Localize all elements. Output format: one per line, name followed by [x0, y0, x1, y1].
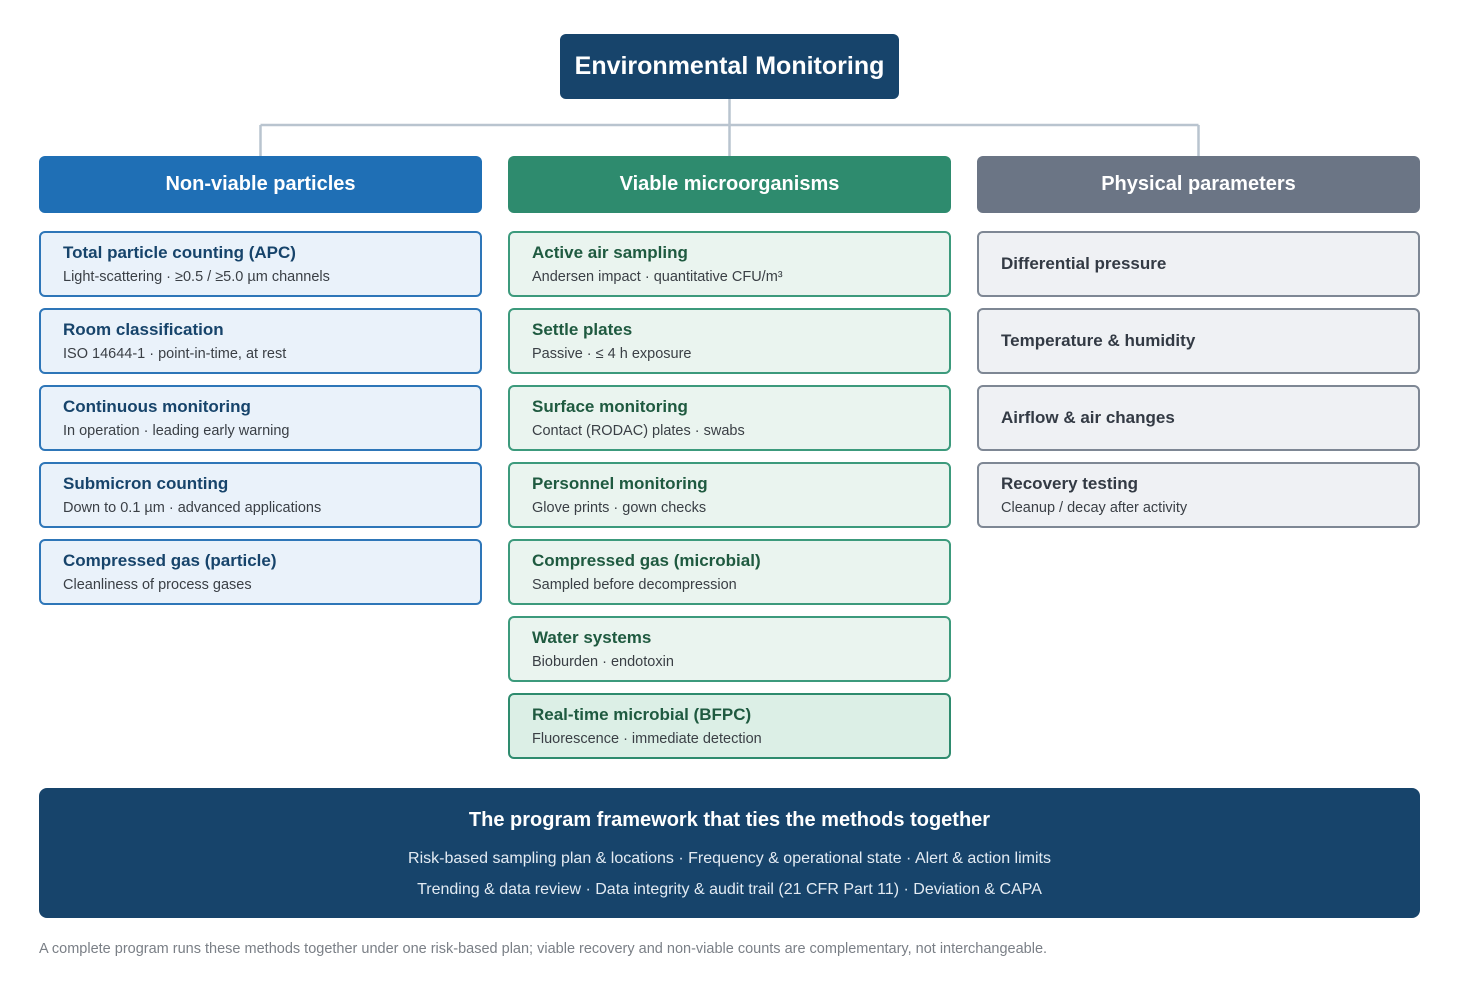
column-viable: Viable microorganisms Active air samplin…	[508, 156, 951, 770]
method-title: Recovery testing	[1001, 473, 1138, 493]
column-non-viable: Non-viable particles Total particle coun…	[39, 156, 482, 616]
method-title: Continuous monitoring	[63, 396, 251, 416]
method-title: Room classification	[63, 319, 224, 339]
method-subtitle: Glove prints · gown checks	[532, 499, 707, 516]
method-subtitle: ISO 14644-1 · point-in-time, at rest	[63, 345, 287, 362]
root-node: Environmental Monitoring	[560, 34, 899, 99]
method-card: Compressed gas (microbial) Sampled befor…	[508, 539, 951, 605]
method-title: Compressed gas (microbial)	[532, 550, 761, 570]
method-card: Temperature & humidity	[977, 308, 1420, 374]
method-card: Compressed gas (particle) Cleanliness of…	[39, 539, 482, 605]
method-subtitle: Contact (RODAC) plates · swabs	[532, 422, 745, 439]
method-card: Total particle counting (APC) Light-scat…	[39, 231, 482, 297]
method-subtitle: Cleanliness of process gases	[63, 576, 252, 593]
method-subtitle: Light-scattering · ≥0.5 / ≥5.0 µm channe…	[63, 268, 330, 285]
framework-line-2: Trending & data review · Data integrity …	[417, 881, 1042, 898]
method-card: Submicron counting Down to 0.1 µm · adva…	[39, 462, 482, 528]
framework-title: The program framework that ties the meth…	[468, 809, 991, 831]
method-title: Water systems	[532, 627, 652, 647]
method-card: Differential pressure	[977, 231, 1420, 297]
method-title: Settle plates	[532, 319, 633, 339]
method-title: Real-time microbial (BFPC)	[532, 704, 752, 724]
method-subtitle: Down to 0.1 µm · advanced applications	[63, 499, 322, 516]
column-physical: Physical parameters Differential pressur…	[977, 156, 1420, 539]
method-title: Airflow & air changes	[1001, 408, 1175, 427]
method-subtitle: In operation · leading early warning	[63, 422, 290, 439]
column-header-label: Non-viable particles	[165, 173, 356, 195]
column-header-physical: Physical parameters	[977, 156, 1420, 213]
root-title: Environmental Monitoring	[574, 52, 885, 80]
method-card-highlighted: Real-time microbial (BFPC) Fluorescence …	[508, 693, 951, 759]
method-title: Personnel monitoring	[532, 473, 708, 493]
column-header-label: Physical parameters	[1101, 173, 1296, 195]
method-card: Active air sampling Andersen impact · qu…	[508, 231, 951, 297]
column-header-non-viable: Non-viable particles	[39, 156, 482, 213]
method-title: Compressed gas (particle)	[63, 550, 277, 570]
method-title: Submicron counting	[63, 473, 229, 493]
method-card: Room classification ISO 14644-1 · point-…	[39, 308, 482, 374]
column-header-viable: Viable microorganisms	[508, 156, 951, 213]
method-title: Differential pressure	[1001, 254, 1167, 273]
method-subtitle: Passive · ≤ 4 h exposure	[532, 345, 692, 362]
method-subtitle: Cleanup / decay after activity	[1001, 499, 1188, 516]
method-subtitle: Bioburden · endotoxin	[532, 653, 674, 670]
framework-line-1: Risk-based sampling plan & locations · F…	[408, 850, 1051, 867]
column-header-label: Viable microorganisms	[619, 173, 840, 195]
footnote: A complete program runs these methods to…	[39, 941, 1048, 957]
method-title: Surface monitoring	[532, 396, 688, 416]
method-card: Continuous monitoring In operation · lea…	[39, 385, 482, 451]
method-card: Water systems Bioburden · endotoxin	[508, 616, 951, 682]
method-card: Surface monitoring Contact (RODAC) plate…	[508, 385, 951, 451]
method-card: Settle plates Passive · ≤ 4 h exposure	[508, 308, 951, 374]
method-card: Airflow & air changes	[977, 385, 1420, 451]
method-subtitle: Sampled before decompression	[532, 576, 737, 593]
method-title: Active air sampling	[532, 242, 688, 262]
method-card: Recovery testing Cleanup / decay after a…	[977, 462, 1420, 528]
method-card: Personnel monitoring Glove prints · gown…	[508, 462, 951, 528]
method-title: Temperature & humidity	[1001, 331, 1196, 350]
method-title: Total particle counting (APC)	[63, 242, 296, 262]
method-subtitle: Andersen impact · quantitative CFU/m³	[532, 268, 783, 285]
method-subtitle: Fluorescence · immediate detection	[532, 730, 762, 747]
framework-panel: The program framework that ties the meth…	[39, 788, 1420, 918]
